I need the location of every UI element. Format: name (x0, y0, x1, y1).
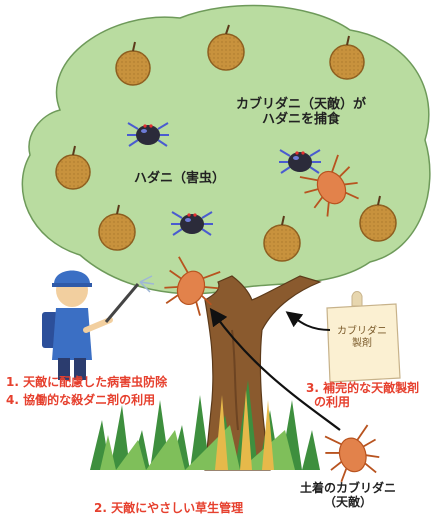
pear-icon (359, 195, 397, 242)
measure-3-label: 3. 補完的な天敵製剤 の利用 (306, 381, 420, 410)
measure-4-label: 4. 協働的な殺ダニ剤の利用 (6, 393, 156, 407)
pear-icon (115, 41, 151, 86)
pear-icon (263, 215, 301, 262)
pear-icon (98, 204, 136, 251)
native-mite-label: 土着のカブリダニ （天敵） (300, 481, 397, 510)
spider-mite-icon (279, 149, 321, 174)
native-mite-line2: （天敵） (324, 494, 373, 509)
native-mite-line1: 土着のカブリダニ (300, 481, 397, 495)
predatory-mite-icon (299, 154, 359, 217)
spider-mite-icon (127, 122, 169, 147)
product-line1: カブリダニ (337, 326, 387, 337)
predation-line1: カブリダニ（天敵）が (236, 97, 367, 112)
predatory-mite-icon (164, 256, 221, 316)
measure-1-label: 1. 天敵に配慮した病害虫防除 (6, 375, 168, 389)
tree-trunk (204, 275, 322, 471)
spider-mite-label: ハダニ（害虫） (134, 171, 226, 186)
pear-icon (329, 35, 365, 80)
predation-label: カブリダニ（天敵）が ハダニを捕食 (236, 97, 367, 128)
measure-2-label: 2. 天敵にやさしい草生管理 (94, 501, 244, 515)
product-label: カブリダニ 製剤 (337, 326, 387, 349)
measure-3-line1: 3. 補完的な天敵製剤 (306, 381, 420, 395)
predator-product-sachet-icon (326, 291, 401, 383)
product-line2: 製剤 (352, 337, 372, 349)
flow-arrows (209, 307, 341, 431)
measure-3-line2: の利用 (314, 394, 351, 409)
spider-mite-icon (171, 211, 213, 236)
predation-line2: ハダニを捕食 (262, 111, 341, 127)
pear-icon (207, 24, 245, 71)
grass-undergrowth (90, 380, 320, 470)
predatory-mite-icon (324, 424, 380, 483)
pear-fruits (55, 24, 397, 262)
pear-icon (55, 145, 91, 190)
farmer-sprayer-icon (42, 270, 155, 380)
